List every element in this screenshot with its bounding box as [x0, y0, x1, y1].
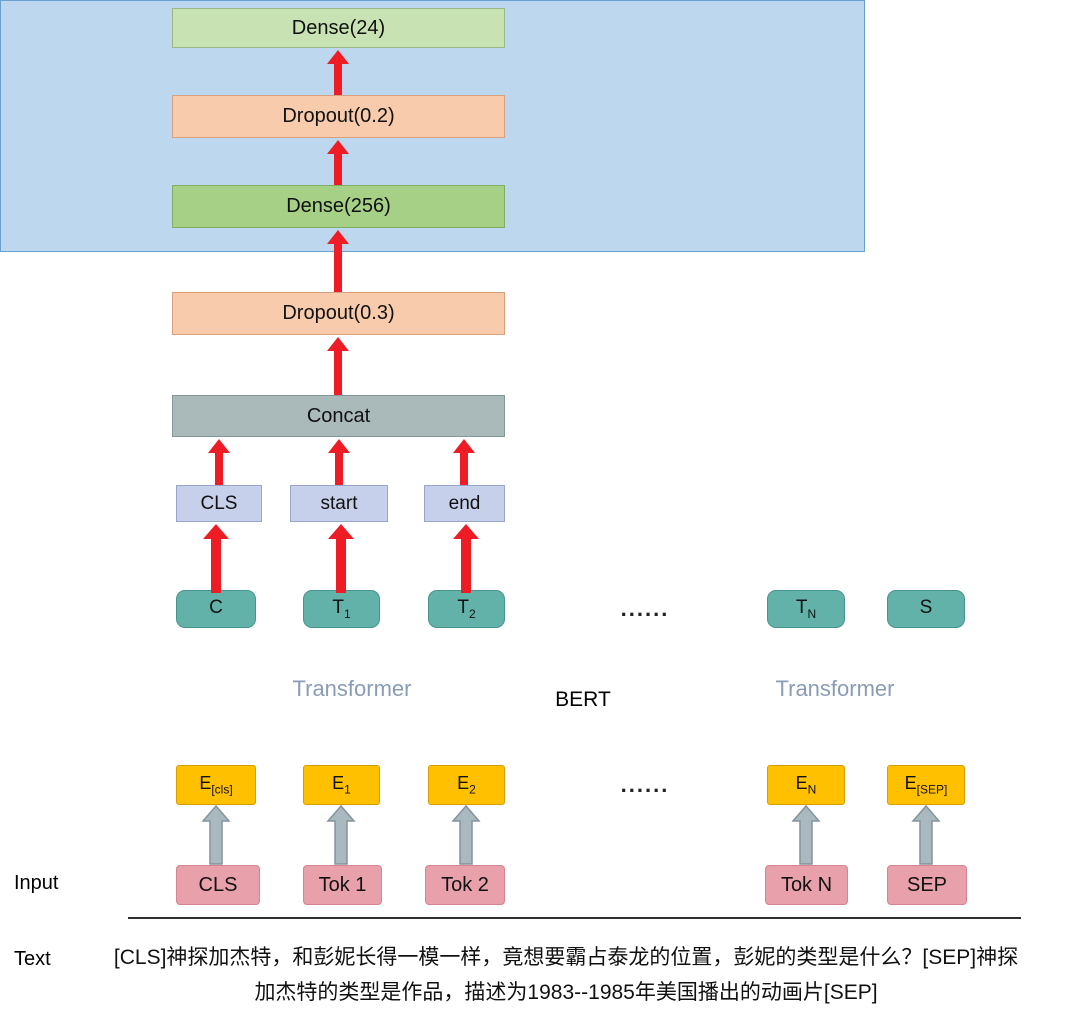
- embedding-box-2: E2: [428, 765, 505, 805]
- ellipsis-top: ......: [620, 596, 670, 621]
- gray-up-arrow-icon: [201, 804, 231, 865]
- input-token-sep: SEP: [887, 865, 967, 905]
- input-token-tok1: Tok 1: [303, 865, 382, 905]
- embedding-label: E1: [332, 773, 351, 797]
- token-label: T2: [457, 597, 476, 621]
- up-arrow-icon: [328, 439, 350, 485]
- input-token-cls: CLS: [176, 865, 260, 905]
- up-arrow-icon: [327, 337, 349, 395]
- up-arrow-icon: [203, 524, 229, 593]
- token-label: S: [919, 597, 933, 619]
- embedding-box-sep: E[SEP]: [887, 765, 965, 805]
- feature-box-start: start: [290, 485, 388, 522]
- bert-output-token-c: C: [176, 590, 256, 628]
- layer-dropout-0-3: Dropout(0.3): [172, 292, 505, 335]
- token-label: T1: [332, 597, 351, 621]
- embedding-label: E[cls]: [199, 773, 233, 797]
- text-row-label: Text: [14, 948, 51, 970]
- transformer-label-left: Transformer: [292, 676, 412, 701]
- layer-dense-256: Dense(256): [172, 185, 505, 228]
- bert-output-token-s: S: [887, 590, 965, 628]
- embedding-label: EN: [795, 773, 817, 797]
- layer-dropout-0-2: Dropout(0.2): [172, 95, 505, 138]
- up-arrow-icon: [328, 524, 354, 593]
- example-sentence: [CLS]神探加杰特，和彭妮长得一模一样，竟想要霸占泰龙的位置，彭妮的类型是什么…: [113, 946, 1019, 1004]
- up-arrow-icon: [208, 439, 230, 485]
- up-arrow-icon: [453, 524, 479, 593]
- gray-up-arrow-icon: [911, 804, 941, 865]
- gray-up-arrow-icon: [791, 804, 821, 865]
- up-arrow-icon: [453, 439, 475, 485]
- gray-up-arrow-icon: [326, 804, 356, 865]
- feature-box-cls: CLS: [176, 485, 262, 522]
- bert-output-token-tn: TN: [767, 590, 845, 628]
- embedding-label: E2: [457, 773, 476, 797]
- layer-concat: Concat: [172, 395, 505, 437]
- embedding-box-1: E1: [303, 765, 380, 805]
- bert-output-token-t1: T1: [303, 590, 380, 628]
- feature-box-end: end: [424, 485, 505, 522]
- bert-label: BERT: [555, 688, 611, 711]
- transformer-label-right: Transformer: [775, 676, 895, 701]
- input-token-tok2: Tok 2: [425, 865, 505, 905]
- gray-up-arrow-icon: [451, 804, 481, 865]
- input-row-label: Input: [14, 872, 59, 894]
- embedding-box-n: EN: [767, 765, 845, 805]
- ellipsis-bottom: ......: [620, 772, 670, 797]
- embedding-box-cls: E[cls]: [176, 765, 256, 805]
- input-token-tokn: Tok N: [765, 865, 848, 905]
- token-label: TN: [795, 597, 817, 621]
- bert-output-token-t2: T2: [428, 590, 505, 628]
- token-label: C: [209, 597, 223, 619]
- embedding-label: E[SEP]: [904, 773, 948, 797]
- layer-dense-24: Dense(24): [172, 8, 505, 48]
- separator-line: [128, 917, 1021, 919]
